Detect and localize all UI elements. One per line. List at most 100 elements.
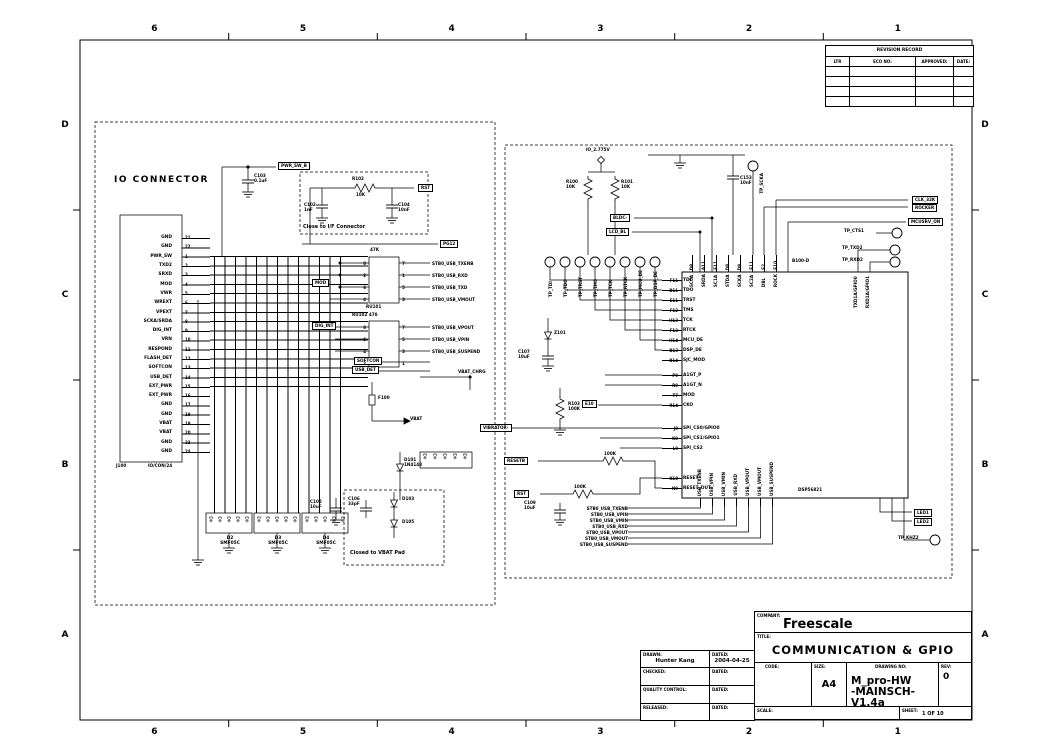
- pin-designator: H13: [669, 317, 678, 323]
- net-label-clk32k: CLK_32K: [912, 196, 939, 204]
- pin-number: 23: [185, 439, 191, 445]
- connector-pin-stubs: [182, 237, 210, 454]
- connector-pin-row: GND 21: [128, 233, 207, 242]
- pin-name: CKO: [683, 402, 694, 408]
- pin-designator-vertical: E2: [761, 264, 766, 270]
- cpu-block-ref: DSP56821: [798, 487, 823, 492]
- pin-number: 1: [185, 253, 188, 259]
- b100d-label: B100-D: [792, 258, 810, 263]
- pin-name: EXT_PWR: [148, 383, 172, 389]
- connector-ref: J100: [116, 463, 127, 468]
- testpoint-label: TP_TCK: [608, 279, 613, 298]
- pin-name: VRN: [161, 337, 172, 343]
- connector-pin-row: EXT_PWR 15: [128, 382, 207, 391]
- usb-net-label: STB0_USB_VMIN: [589, 517, 628, 523]
- pin-name-vertical: USB_TXENB: [697, 468, 702, 496]
- ru-pin: 6: [363, 284, 366, 290]
- testpoint-label-wrap: TP_TCK: [603, 270, 618, 297]
- net-label-led1: LED1: [914, 509, 932, 517]
- tb-dated4-cell: DATED:: [709, 703, 755, 721]
- pin-name: RESET_OUT: [683, 485, 712, 491]
- pin-number: 24: [185, 448, 191, 454]
- pin-name: TRST: [683, 297, 696, 303]
- res-resetb-value: 100K: [604, 451, 616, 456]
- tb-dated3-cell: DATED:: [709, 685, 755, 704]
- cpu-pin-row: L9 SPI_CS2: [648, 443, 720, 453]
- tb-dated-label: DATED:: [712, 668, 729, 674]
- pin-name-vertical: USB_VPIN: [709, 472, 714, 496]
- connector-pin-row: SOFTCON 13: [128, 363, 207, 372]
- usb-net-label: STB0_USB_VPOUT: [586, 529, 628, 535]
- pin-name: SPI_CS0/GPIO0: [683, 425, 720, 431]
- cpu-spi-pins: J9 SPI_CS0/GPIO0 K9 SPI_CS1/GPIO1 L9 SPI…: [648, 423, 720, 453]
- zone-number: 5: [299, 727, 307, 737]
- pin-name: RESET: [683, 475, 699, 481]
- tb-qc-label: QUALITY CONTROL:: [643, 686, 687, 692]
- cpu-pin-row: H14 MCU_DE: [648, 335, 705, 345]
- tb-drawing-label: DRAWING NO:: [875, 663, 907, 669]
- connector-pin-row: PWR_SW 1: [128, 252, 207, 261]
- tb-dated-label: DATED:: [712, 651, 729, 657]
- pin-designator-vertical: E11: [713, 261, 718, 270]
- pin-name: TCK: [683, 317, 693, 323]
- pin-name: GND: [161, 439, 172, 445]
- net-label-softcon: SOFTCON: [354, 357, 383, 365]
- connector-pin-row: TXD2 2: [128, 261, 207, 270]
- res-rst-value: 100K: [574, 484, 586, 489]
- zone-number: 1: [894, 24, 901, 34]
- usb-net-label: STB0_USB_TXD: [432, 284, 468, 290]
- pin-designator-vertical: D8: [689, 263, 694, 270]
- usb-net-label: STB0_USB_VPIN: [590, 511, 628, 517]
- connector-pin-row: GND 24: [128, 447, 207, 456]
- jtag-testpoint-labels: TP_TDI TP_TDO TP_TRST TP_TMS TP_TCK TP_R…: [543, 270, 663, 297]
- tb-company-label: COMPANY:: [757, 612, 781, 618]
- testpoint-label-wrap: TP_TDI: [543, 270, 558, 297]
- testpoint-label-wrap: TP_DSP_DE: [648, 270, 663, 297]
- zone-number: 4: [448, 24, 455, 34]
- pin-designator: R9: [672, 382, 678, 388]
- cpu-section: [504, 144, 953, 579]
- cpu-mid-pins: P9 A1GT_P R9 A1GT_N T7 MOD R14 CKO: [648, 370, 702, 410]
- ru-pin: 7: [402, 324, 405, 330]
- pin-name: SPI_CS2: [683, 445, 703, 451]
- pin-designator-vertical: A11: [701, 260, 706, 270]
- tb-scale-cell: SCALE:: [754, 706, 900, 720]
- revision-column-header: LTR: [826, 57, 850, 66]
- ru-pin: 2: [363, 272, 366, 278]
- connector-pin-row: SRXD 3: [128, 270, 207, 279]
- tb-rev-label: REV:: [941, 663, 952, 669]
- pin-number: 11: [185, 346, 191, 352]
- pin-name-vertical: ROCK: [773, 274, 778, 288]
- zone-number: 2: [745, 24, 753, 34]
- net-label-usb-det: USB_DET: [352, 366, 379, 374]
- ru-pin: 8: [363, 324, 366, 330]
- ru-pin: 3: [402, 296, 405, 302]
- pin-number: 20: [185, 430, 191, 436]
- connector-pin-row: VBAT 19: [128, 419, 207, 428]
- ru-pin: 3: [402, 348, 405, 354]
- cpu-mid-stubs: [662, 374, 682, 407]
- testpoint-label: TP_MCU_DE: [638, 270, 643, 298]
- zone-number: 1: [894, 727, 901, 737]
- pin-number: 14: [185, 374, 191, 380]
- pin-designator: B13: [669, 347, 678, 353]
- cpu-pin-row: H13 TCK: [648, 315, 705, 325]
- cpu-pin-row: B13 DSP_DE: [648, 345, 705, 355]
- pin-name: A1GT_P: [683, 372, 702, 378]
- cpu-pin-row: K9 SPI_CS1/GPIO1: [648, 433, 719, 443]
- connector-pin-row: GND 18: [128, 410, 207, 419]
- pin-name-vertical: SCKA: [737, 274, 742, 288]
- pin-designator: F13: [669, 327, 678, 333]
